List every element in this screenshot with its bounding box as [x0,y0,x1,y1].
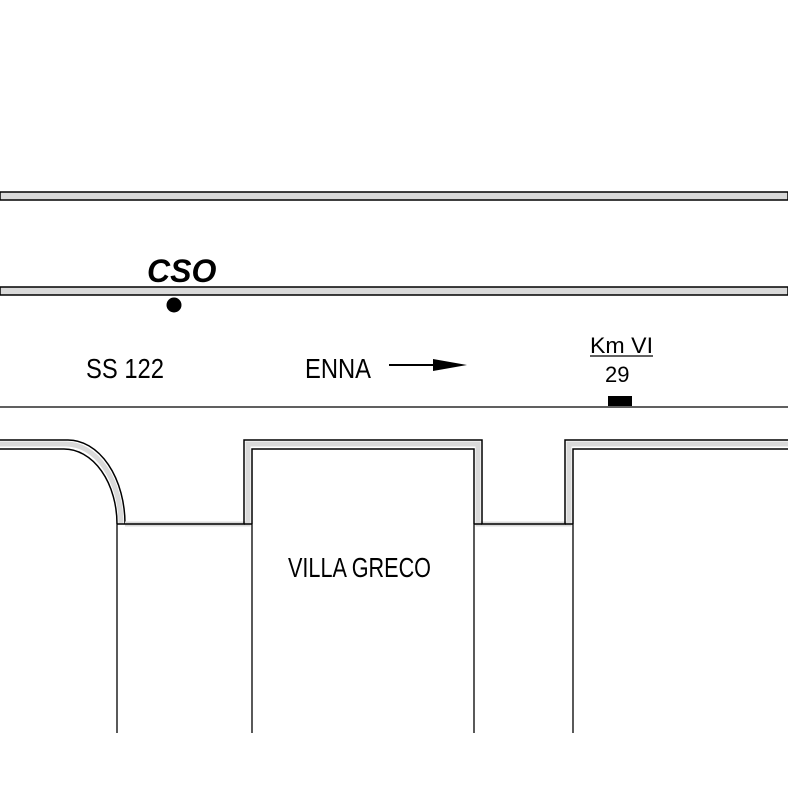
left-curved-wall [0,439,126,525]
villa-greco-label: VILLA GRECO [288,552,431,583]
direction-arrow-icon [389,359,467,371]
upper-road-edge [0,191,788,201]
villa-greco-wall [125,439,788,527]
km-marker-label: Km VI [590,333,653,358]
km-marker-post [608,396,632,406]
property-boundaries [116,524,574,733]
km-marker-number: 29 [605,362,629,387]
road-name-label: SS 122 [86,353,164,384]
cso-label: CSO [147,253,216,289]
middle-road-edge [0,286,788,296]
direction-label: ENNA [305,353,371,384]
cso-point-marker [166,297,182,313]
